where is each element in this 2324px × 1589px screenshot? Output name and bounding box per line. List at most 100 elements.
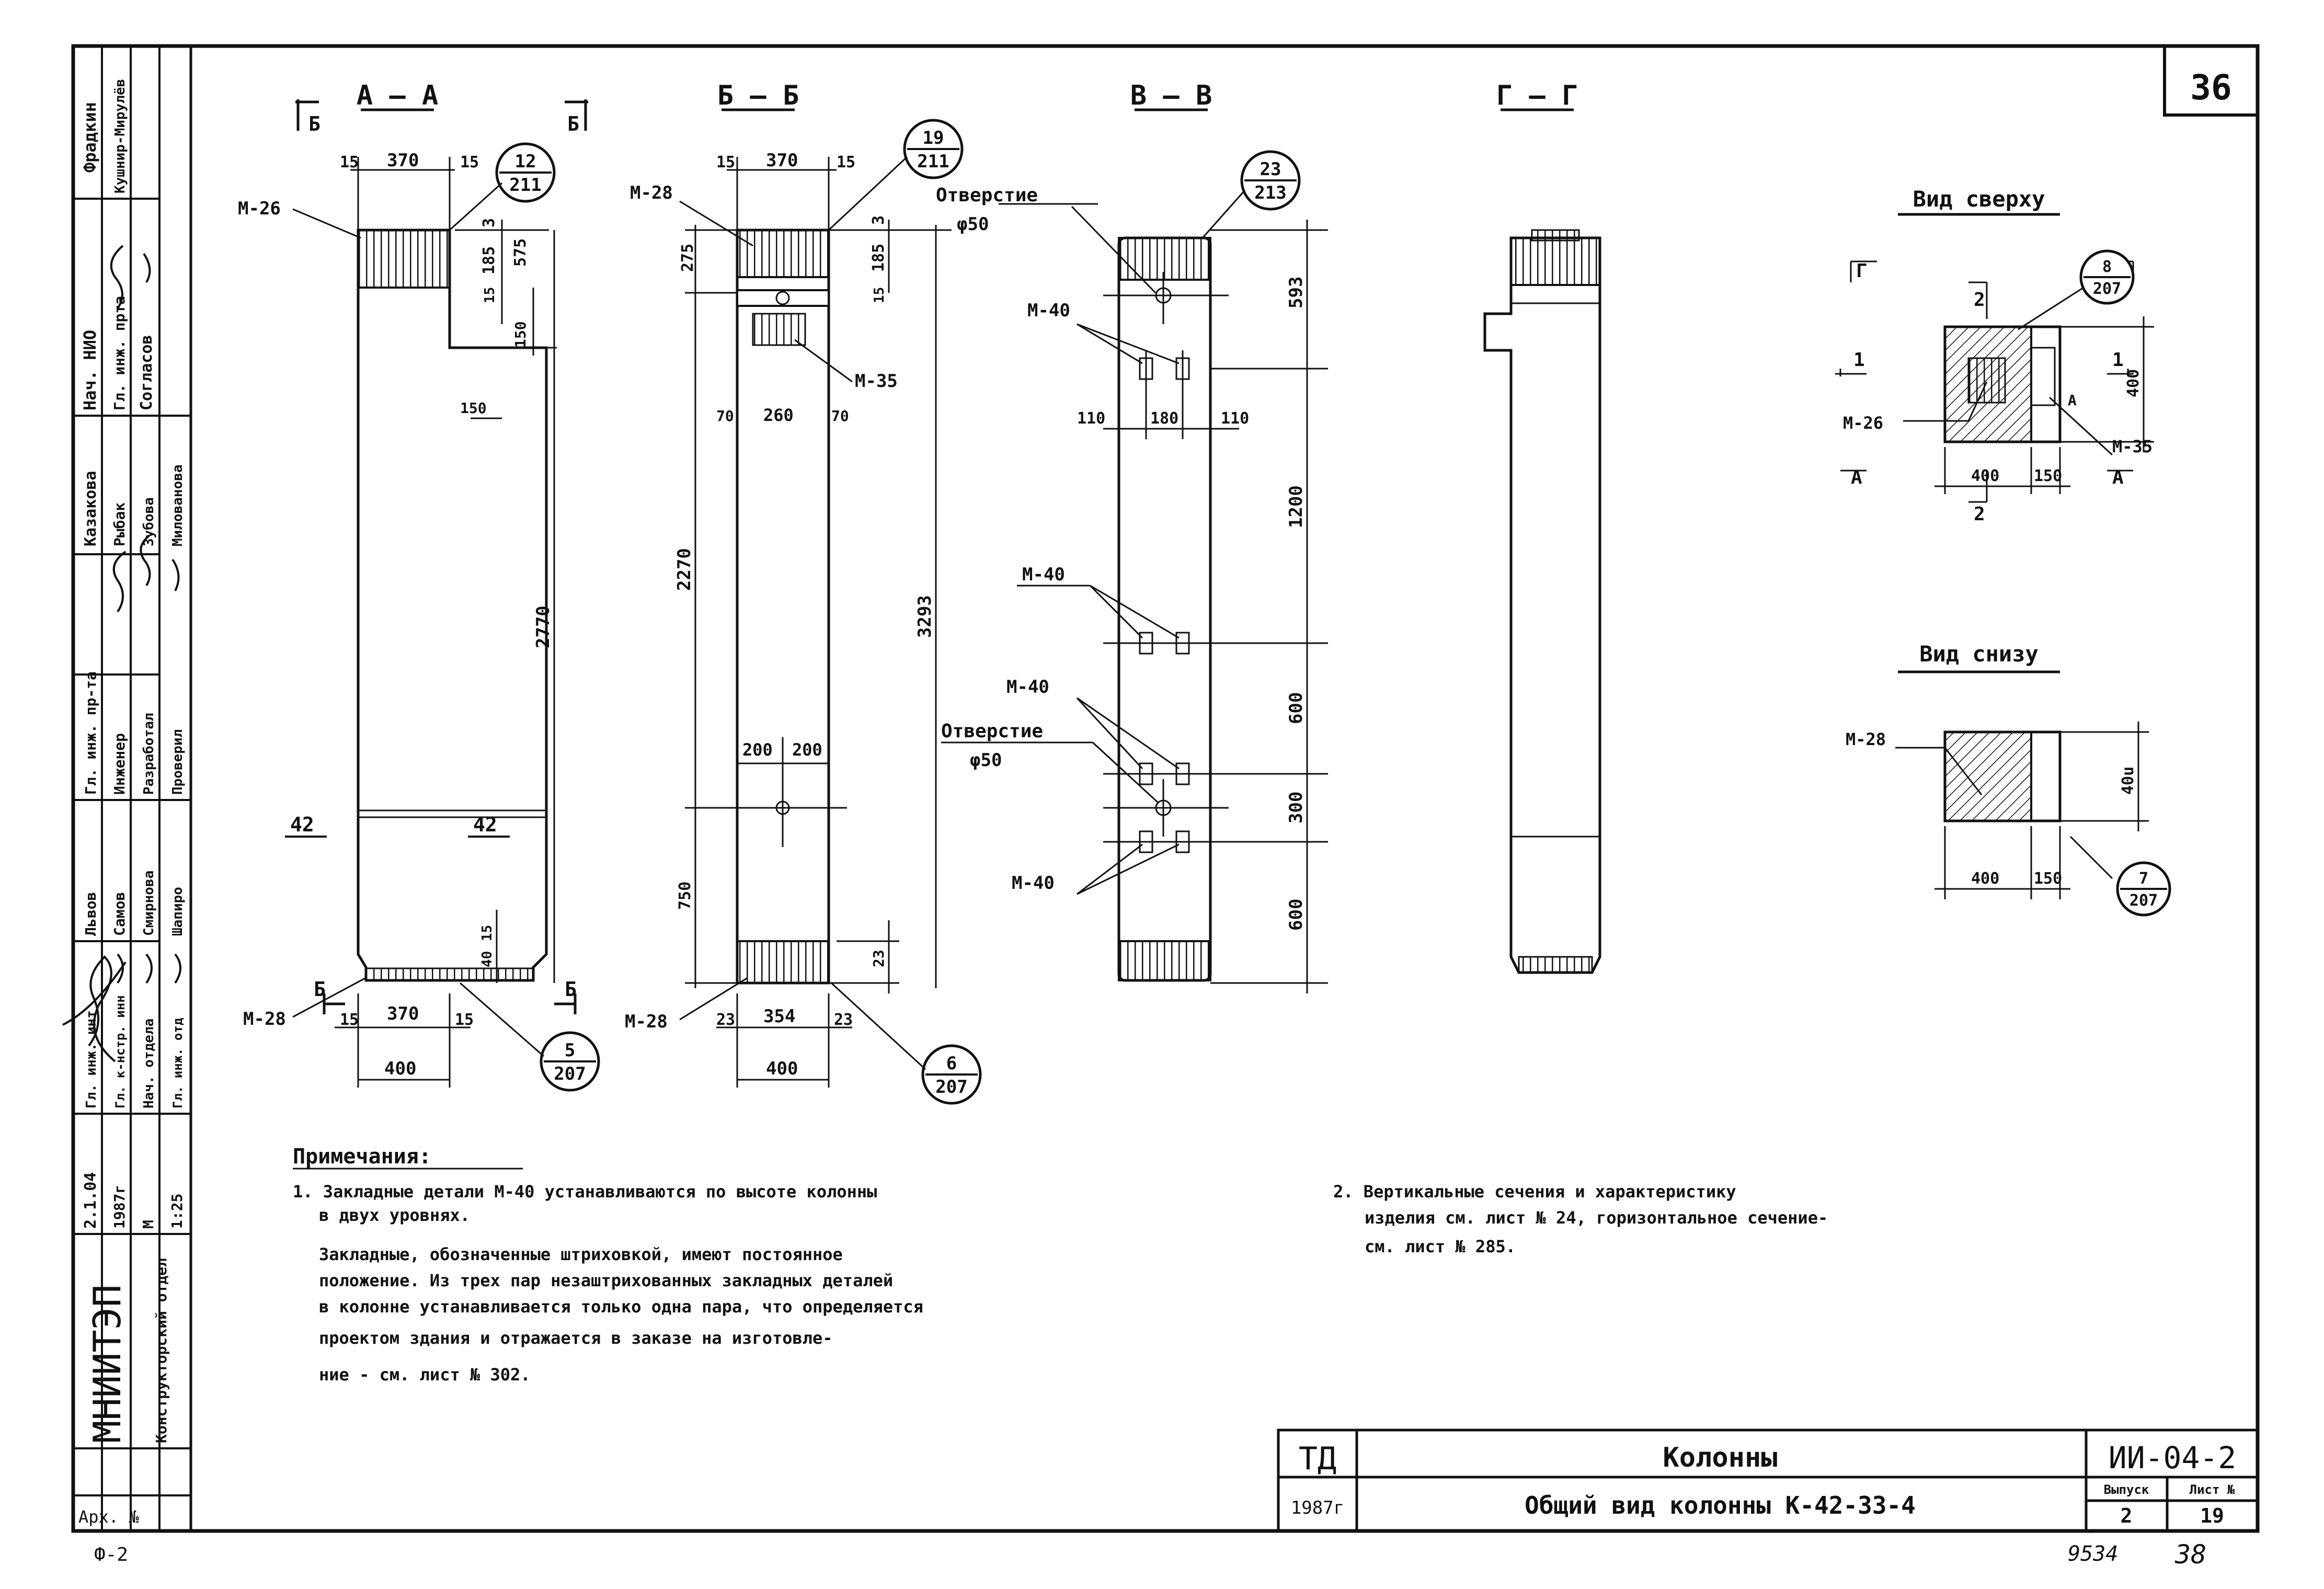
top-dim-400b: 400 — [1971, 467, 1999, 485]
callout-5-207-bottom: 207 — [554, 1064, 586, 1084]
top-mark-1-2: 1 — [2112, 349, 2124, 371]
callout-5-207-top: 5 — [565, 1040, 575, 1061]
note2-line1: 2. Вертикальные сечения и характеристику — [1333, 1182, 1736, 1202]
vv-dim-1200: 1200 — [1286, 485, 1307, 528]
stamp-arch: Арх. № — [78, 1507, 139, 1527]
bottom-dim-400: 40u — [2119, 767, 2137, 795]
section-vv: В – В — [936, 80, 1328, 993]
stamp-row-6-role: Проверил — [170, 729, 186, 795]
vv-hole-label-1: Отверстие — [936, 185, 1038, 206]
stamp-row-4-name: Рыбак — [111, 502, 128, 546]
view-top-title: Вид сверху — [1913, 186, 2045, 212]
view-bottom: Вид снизу М-28 40u 400 150 7 207 — [1846, 641, 2171, 917]
callout-23-213-top: 23 — [1260, 159, 1281, 180]
top-mark-a-2: А — [2112, 467, 2124, 488]
callout-23-213-bottom: 213 — [1254, 182, 1286, 203]
bb-dim-70a: 70 — [716, 407, 734, 425]
callout-23-213: 23 213 — [1201, 150, 1301, 238]
aa-dim-400: 400 — [384, 1058, 416, 1079]
stamp-row-5-role: Разработал — [141, 713, 157, 795]
aa-dim-150: 150 — [512, 321, 529, 348]
title-issue-label: Выпуск — [2104, 1482, 2149, 1497]
title-td: ТД — [1299, 1441, 1336, 1477]
bb-dim-260: 260 — [763, 405, 794, 425]
bb-dim-23a: 23 — [870, 950, 887, 967]
stamp-row-1-name: Фрадкин — [80, 102, 100, 173]
stamp-row-9-name: Смирнова — [141, 871, 157, 936]
footer-format: Ф-2 — [94, 1544, 128, 1565]
bb-label-m35: М-35 — [855, 371, 898, 392]
callout-19-211-top: 19 — [923, 128, 944, 148]
bb-dim-3: 3 — [869, 215, 888, 225]
aa-dim-2770: 2770 — [533, 605, 554, 648]
stamp-date-2: 1987г — [111, 1185, 128, 1229]
callout-6-207-top: 6 — [946, 1053, 957, 1074]
notes: Примечания: 1. Закладные детали М-40 уст… — [293, 1145, 1828, 1385]
stamp-row-3-role: Гл. инж. пр-та — [82, 671, 99, 795]
vv-hole-dia-2: φ50 — [970, 750, 1002, 771]
footer-page: 38 — [2174, 1539, 2206, 1570]
aa-dim-40: 40 — [479, 951, 495, 967]
bb-label-m28-bottom: М-28 — [625, 1011, 668, 1032]
bb-dim-15a: 15 — [716, 153, 735, 172]
aa-dim-42a: 42 — [290, 813, 314, 836]
note2-line3: см. лист № 285. — [1365, 1237, 1516, 1256]
callout-6-207-bottom: 207 — [935, 1077, 967, 1098]
vv-hole-label-2: Отверстие — [941, 721, 1043, 742]
top-mark-g-1: Г — [1856, 260, 1868, 282]
bottom-dim-400b: 400 — [1971, 870, 1999, 888]
bb-dim-750: 750 — [676, 882, 694, 910]
view-bottom-title: Вид снизу — [1919, 641, 2039, 667]
top-mark-a-3: А — [2068, 392, 2077, 409]
title-block: ТД 1987г Колонны Общий вид колонны К-42-… — [1277, 1428, 2259, 1533]
bb-dim-15c: 15 — [872, 287, 887, 303]
bb-dim-23c: 23 — [834, 1011, 853, 1029]
aa-dim-15f: 15 — [455, 1011, 474, 1029]
bottom-label-m28: М-28 — [1846, 729, 1886, 749]
aa-mark-b-1: Б — [308, 112, 320, 135]
callout-6-207: 6 207 — [830, 982, 982, 1105]
title-name: Колонны — [1663, 1442, 1777, 1473]
stamp-row-9-role: Нач. отдела — [141, 1019, 157, 1108]
top-label-m26: М-26 — [1843, 413, 1883, 433]
bb-dim-200a: 200 — [742, 740, 773, 760]
title-subtitle: Общий вид колонны К-42-33-4 — [1525, 1491, 1916, 1519]
gg-column-outline — [1483, 236, 1601, 974]
callout-7-207-bottom: 207 — [2130, 891, 2158, 910]
callout-8-207: 8 207 — [2018, 249, 2135, 330]
stamp-agreed: Согласов — [138, 335, 156, 411]
vv-dim-300: 300 — [1286, 792, 1307, 824]
note2-line2: изделия см. лист № 24, горизонтальное се… — [1365, 1208, 1828, 1228]
vv-hole-dia-1: φ50 — [957, 214, 989, 235]
note1-line3: Закладные, обозначенные штриховкой, имею… — [319, 1244, 843, 1264]
section-vv-title: В – В — [1130, 80, 1212, 111]
aa-dim-575: 575 — [511, 238, 530, 267]
bb-dim-354: 354 — [763, 1006, 795, 1027]
aa-dim-185: 185 — [480, 246, 498, 275]
note1-line2: в двух уровнях. — [319, 1205, 470, 1225]
title-issue: 2 — [2121, 1504, 2133, 1527]
callout-8-207-top: 8 — [2102, 258, 2112, 276]
bb-label-m28-top: М-28 — [630, 182, 673, 203]
note1-line5: в колонне устанавливается только одна па… — [319, 1297, 923, 1317]
vv-column-outline — [1117, 236, 1212, 982]
footer-inv: 9534 — [2068, 1542, 2118, 1566]
bb-dim-3293: 3293 — [914, 595, 935, 638]
bb-dim-185: 185 — [869, 244, 888, 272]
vv-label-m40-4: М-40 — [1012, 873, 1055, 894]
stamp-row-10-name: Шапиро — [170, 887, 186, 936]
left-stamp: Нач. НИО Фрадкин Гл. инж. прта Кушнир-Ми… — [62, 45, 192, 1532]
bottom-dim-150: 150 — [2034, 870, 2062, 888]
aa-mark-b-3: Б — [314, 978, 326, 1001]
stamp-row-2-role: Гл. инж. прта — [111, 296, 128, 410]
callout-5-207: 5 207 — [460, 982, 600, 1092]
stamp-row-2-name: Кушнир-Мирулёв — [112, 79, 128, 193]
stamp-row-5-name: Зубова — [141, 497, 157, 546]
vv-dim-110a: 110 — [1077, 409, 1105, 428]
bb-dim-23b: 23 — [716, 1011, 735, 1029]
top-label-m35: М-35 — [2112, 437, 2153, 456]
title-code: ИИ-04-2 — [2109, 1440, 2236, 1476]
vv-dim-600b: 600 — [1286, 899, 1307, 931]
bb-dim-370: 370 — [766, 150, 798, 171]
callout-19-211-bottom: 211 — [917, 151, 949, 172]
